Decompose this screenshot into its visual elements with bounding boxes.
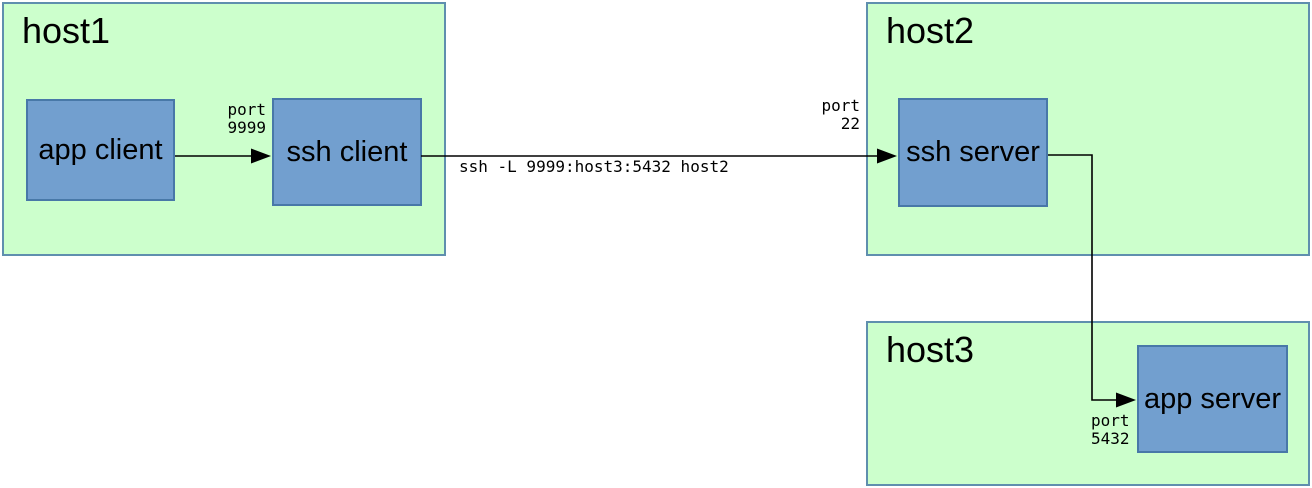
ssh-server-node: ssh server (898, 98, 1048, 207)
host3-title: host3 (886, 329, 975, 370)
port-5432-label: port 5432 (1091, 411, 1130, 448)
app-client-label: app client (38, 133, 163, 166)
port-22-label: port 22 (821, 96, 860, 133)
ssh-client-label: ssh client (286, 135, 408, 168)
ssh-command-label: ssh -L 9999:host3:5432 host2 (459, 157, 729, 176)
host2-title: host2 (886, 10, 975, 51)
app-server-node: app server (1137, 345, 1288, 453)
ssh-server-label: ssh server (906, 136, 1040, 168)
app-server-label: app server (1143, 382, 1281, 415)
host1-title: host1 (22, 10, 111, 51)
ssh-client-node: ssh client (272, 98, 422, 206)
port-9999-label: port 9999 (227, 100, 266, 137)
app-client-node: app client (26, 99, 175, 201)
